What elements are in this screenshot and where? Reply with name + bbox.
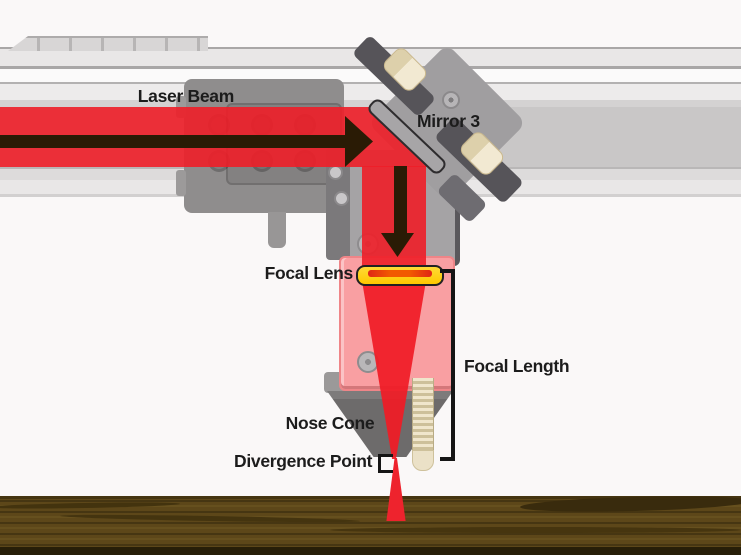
down-arrow-shaft <box>394 166 407 236</box>
cable-chain <box>8 36 208 51</box>
wood-grain <box>330 527 741 533</box>
screw-icon <box>328 165 343 180</box>
focal-lens-label: Focal Lens <box>264 263 354 283</box>
focal-length-label: Focal Length <box>464 356 570 376</box>
focal-length-bracket <box>440 269 455 461</box>
mirror-3-label: Mirror 3 <box>417 111 480 131</box>
wood-edge <box>0 547 741 555</box>
threaded-rod <box>412 378 434 452</box>
divergence-point-bracket <box>378 454 393 473</box>
threaded-rod-cap <box>412 450 434 471</box>
carriage-tab <box>268 212 286 248</box>
carriage-bump <box>176 170 186 196</box>
right-arrow-shaft <box>0 135 347 148</box>
nose-cone-label: Nose Cone <box>285 413 375 433</box>
screw-icon <box>334 191 349 206</box>
focal-lens-beam-stripe <box>368 270 432 277</box>
laser-beam-label: Laser Beam <box>137 86 235 106</box>
divergence-point-label: Divergence Point <box>234 451 373 471</box>
screw-icon <box>442 91 460 109</box>
